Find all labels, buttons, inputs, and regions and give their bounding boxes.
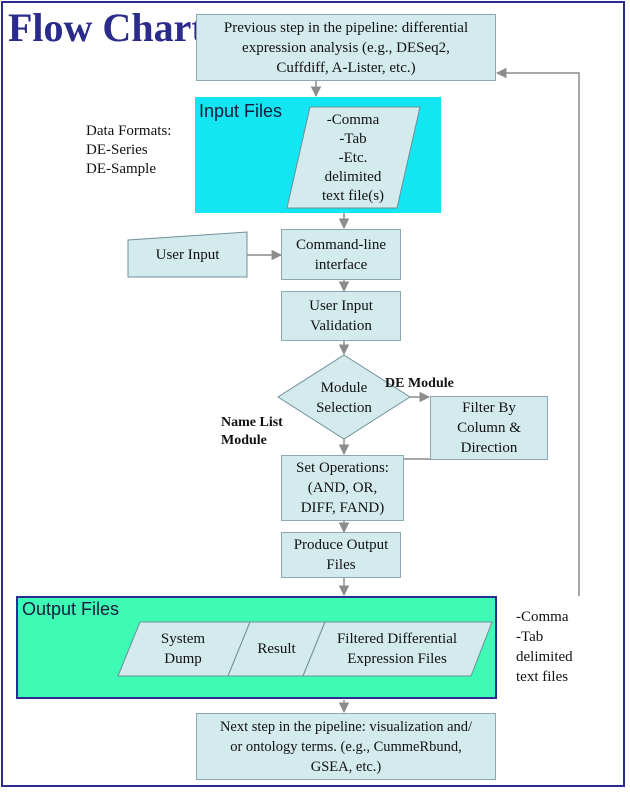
data-formats-line-3: DE-Sample [86,161,156,177]
module-selection-text: Module Selection [298,377,390,419]
filtered-line-1: Filtered Differential [336,631,458,647]
module-selection-line-1: Module [320,380,368,396]
filter-box: Filter By Column & Direction [430,396,548,460]
system-dump-line-1: System [160,631,206,647]
previous-step-line-2: expression analysis (e.g., DESeq2, [242,39,450,56]
input-file-parallelogram [286,106,421,209]
cli-line-2: interface [314,256,368,273]
output-formats-line-3: delimited [516,649,573,665]
user-input-shape [127,231,248,278]
output-formats-line-2: -Tab [516,629,544,645]
data-formats-line-1: Data Formats: [86,123,172,139]
input-file-line-5: text file(s) [321,187,385,204]
filter-line-2: Column & [457,420,521,436]
produce-output-line-1: Produce Output [293,537,389,553]
output-formats-line-1: -Comma [516,609,569,625]
filter-line-3: Direction [460,440,518,456]
cli-box: Command-line interface [281,229,401,280]
filter-line-1: Filter By [462,400,516,416]
previous-step-box: Previous step in the pipeline: different… [196,14,496,81]
set-operations-line-2: (AND, OR, [307,480,378,496]
filtered-text: Filtered Differential Expression Files [313,624,481,674]
input-file-text: -Comma -Tab -Etc. delimited text file(s) [298,110,408,206]
produce-output-line-2: Files [326,557,356,573]
next-step-box: Next step in the pipeline: visualization… [196,713,496,780]
data-formats-line-2: DE-Series [86,142,148,158]
input-file-line-4: delimited [324,168,382,185]
input-file-line-1: -Comma [326,111,380,128]
validation-line-1: User Input [309,298,373,314]
name-list-module-label: Name List Module [221,414,283,450]
result-text: Result [257,641,296,657]
system-dump-line-2: Dump [164,651,202,667]
name-list-line-1: Name List [221,415,283,430]
filtered-line-2: Expression Files [347,651,447,667]
de-module-label: DE Module [385,376,454,391]
previous-step-line-3: Cuffdiff, A-Lister, etc.) [276,59,416,76]
page-title: Flow Chart [8,5,205,50]
output-formats: -Comma -Tab delimited text files [516,607,573,687]
set-operations-line-3: DIFF, FAND) [300,500,385,516]
next-step-line-3: GSEA, etc.) [310,758,382,775]
produce-output-box: Produce Output Files [281,532,401,578]
name-list-line-2: Module [221,433,267,448]
cli-line-1: Command-line [296,236,386,253]
user-input-label: User Input [155,247,220,263]
data-formats: Data Formats: DE-Series DE-Sample [86,122,171,179]
input-file-line-3: -Etc. [338,149,368,166]
output-formats-line-4: text files [516,669,569,685]
set-operations-box: Set Operations: (AND, OR, DIFF, FAND) [281,455,404,521]
previous-step-line-1: Previous step in the pipeline: different… [223,19,469,36]
output-files-heading: Output Files [22,599,120,619]
next-step-line-1: Next step in the pipeline: visualization… [219,718,473,735]
input-file-line-2: -Tab [339,130,367,147]
arrow-feedback-loop [495,67,580,596]
validation-box: User Input Validation [281,291,401,341]
validation-line-2: Validation [310,318,372,334]
filtered-parallelogram [302,621,493,677]
next-step-line-2: or ontology terms. (e.g., CummeRbund, [230,738,462,755]
input-files-heading: Input Files [199,101,283,121]
system-dump-text: System Dump [128,624,238,674]
set-operations-line-1: Set Operations: [296,460,389,476]
module-selection-line-2: Selection [316,400,372,416]
